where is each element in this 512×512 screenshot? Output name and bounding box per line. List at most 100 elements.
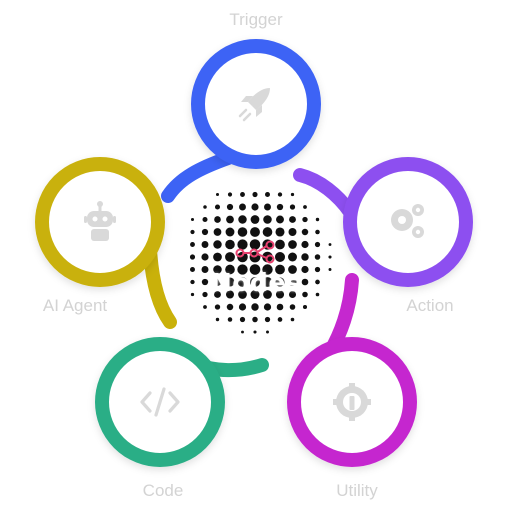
center-dot — [275, 264, 285, 275]
center-dot — [290, 317, 295, 322]
center-dot — [288, 252, 297, 262]
nodes-icon — [235, 240, 275, 264]
center-dot — [301, 278, 309, 286]
center-dot — [314, 266, 321, 273]
center-dot — [249, 264, 261, 275]
center-dot — [237, 227, 248, 237]
center-dot — [288, 277, 297, 287]
center-dot — [301, 240, 309, 249]
rocket-icon — [238, 88, 270, 122]
center-dot — [262, 264, 273, 275]
center-dot — [215, 192, 220, 197]
center-dot — [289, 204, 296, 210]
node-label-action: Action — [406, 296, 454, 315]
center-dot — [263, 290, 272, 299]
center-dot — [315, 229, 320, 235]
center-dot — [227, 192, 233, 197]
robot-icon — [84, 201, 116, 241]
center-dot — [225, 264, 235, 275]
node-ai-agent[interactable] — [35, 157, 165, 287]
center-dot — [266, 330, 269, 334]
center-dot — [249, 239, 261, 250]
center-dot — [213, 265, 222, 274]
center-dot — [250, 215, 260, 224]
wrench-gear-icon — [333, 383, 371, 421]
center-dot — [277, 317, 283, 322]
center-dot — [302, 304, 308, 310]
center-dot — [315, 279, 320, 285]
center-dot — [237, 277, 248, 287]
center-dot — [239, 203, 246, 211]
center-dot — [215, 317, 220, 322]
center-dot — [275, 290, 285, 299]
center-dot — [288, 228, 297, 236]
center-dot — [302, 216, 308, 223]
center-dot — [288, 290, 297, 299]
node-code[interactable] — [95, 337, 225, 467]
center-dot — [201, 266, 209, 273]
center-dot — [276, 303, 284, 311]
center-dot — [190, 279, 195, 285]
center-dot — [275, 227, 285, 237]
center-dot — [213, 228, 222, 236]
center-dot — [250, 290, 260, 299]
center-dot — [262, 277, 273, 287]
center-dot — [240, 192, 245, 197]
center-dot — [226, 303, 234, 311]
center-dot — [275, 277, 285, 287]
node-label-trigger: Trigger — [229, 10, 283, 29]
center-dot — [315, 217, 320, 222]
center-dot — [288, 265, 297, 274]
center-dot-pattern — [189, 191, 332, 334]
center-dot — [239, 316, 246, 323]
center-dot — [214, 216, 221, 223]
center-dot — [190, 267, 195, 272]
center-dot — [238, 303, 247, 311]
center-dot — [289, 216, 296, 223]
center-dot — [315, 292, 320, 297]
center-dot — [252, 191, 258, 198]
center-dot — [225, 239, 235, 250]
center-dot — [276, 203, 284, 211]
center-dot — [251, 203, 259, 211]
node-utility[interactable] — [287, 337, 417, 467]
connector-trigger — [161, 151, 235, 203]
center-dot — [214, 304, 221, 310]
center-dot — [225, 277, 235, 287]
center-dot — [251, 303, 259, 311]
center-dot — [237, 264, 248, 275]
center-dot — [213, 252, 222, 262]
center-dot — [203, 305, 207, 309]
center-dot — [238, 215, 247, 224]
center-dot — [201, 253, 209, 261]
center-dot — [213, 278, 222, 286]
center-dot — [214, 204, 221, 210]
center-dot — [190, 242, 195, 247]
center-dot — [226, 215, 234, 224]
center-dot — [226, 203, 234, 211]
center-dot — [301, 253, 309, 261]
center-dot — [275, 239, 285, 250]
center-dot — [225, 252, 235, 262]
node-trigger[interactable] — [191, 39, 321, 169]
center-dot — [288, 240, 297, 249]
center-dot — [252, 316, 258, 323]
center-dot — [314, 241, 321, 248]
center-dot — [303, 205, 307, 209]
center-dot — [328, 255, 332, 259]
center-dot — [201, 278, 209, 286]
center-dot — [301, 228, 309, 236]
center-dot — [314, 254, 321, 260]
center-dot — [214, 291, 221, 298]
center-dot — [328, 243, 332, 246]
center-dot — [250, 227, 260, 237]
center-dot — [237, 251, 248, 263]
center-dot — [238, 290, 247, 299]
center-dot — [189, 254, 196, 260]
center-dot — [263, 303, 272, 311]
center-dot — [263, 215, 272, 224]
center-dot — [202, 291, 208, 298]
node-action[interactable] — [343, 157, 473, 287]
center-dot — [203, 205, 207, 209]
